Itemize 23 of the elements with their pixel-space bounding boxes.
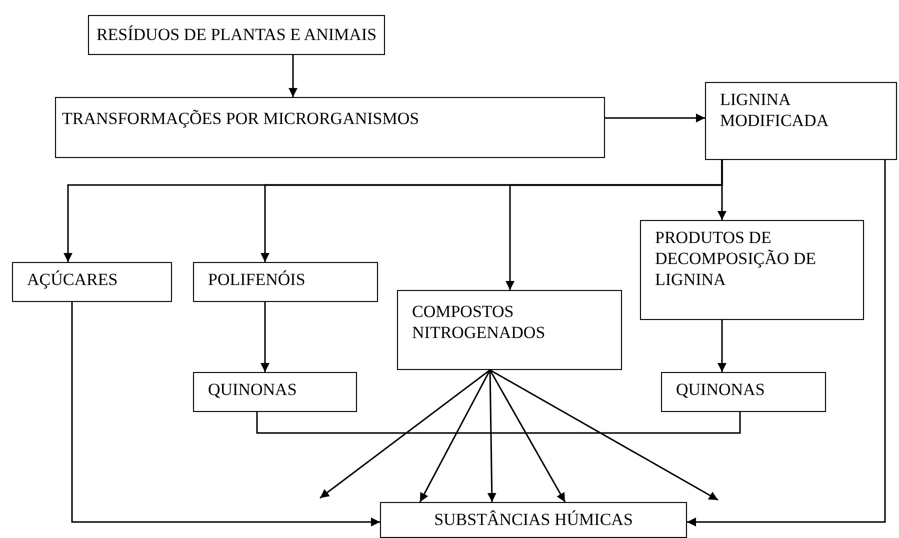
process-box: QUINONAS bbox=[193, 372, 357, 412]
arrow bbox=[718, 160, 726, 220]
process-box: SUBSTÂNCIAS HÚMICAS bbox=[380, 502, 687, 538]
process-box: POLIFENÓIS bbox=[193, 262, 378, 302]
arrow bbox=[320, 369, 490, 499]
process-box: TRANSFORMAÇÕES POR MICRORGANISMOS bbox=[55, 97, 605, 158]
process-box: RESÍDUOS DE PLANTAS E ANIMAIS bbox=[88, 15, 385, 55]
arrow bbox=[71, 302, 380, 526]
arrow bbox=[419, 370, 491, 502]
arrow bbox=[489, 370, 566, 502]
arrow bbox=[260, 302, 270, 372]
arrow bbox=[288, 55, 298, 97]
arrow bbox=[687, 160, 886, 526]
process-box: QUINONAS bbox=[661, 372, 826, 412]
process-box: COMPOSTOS NITROGENADOS bbox=[397, 290, 622, 370]
process-box: AÇÚCARES bbox=[12, 262, 172, 302]
arrow bbox=[605, 114, 705, 122]
connector-line bbox=[256, 412, 741, 434]
arrow bbox=[487, 370, 496, 502]
process-box: PRODUTOS DE DECOMPOSIÇÃO DE LIGNINA bbox=[640, 220, 864, 320]
arrow bbox=[718, 320, 726, 372]
process-box: LIGNINA MODIFICADA bbox=[705, 82, 897, 160]
arrow bbox=[490, 369, 718, 501]
